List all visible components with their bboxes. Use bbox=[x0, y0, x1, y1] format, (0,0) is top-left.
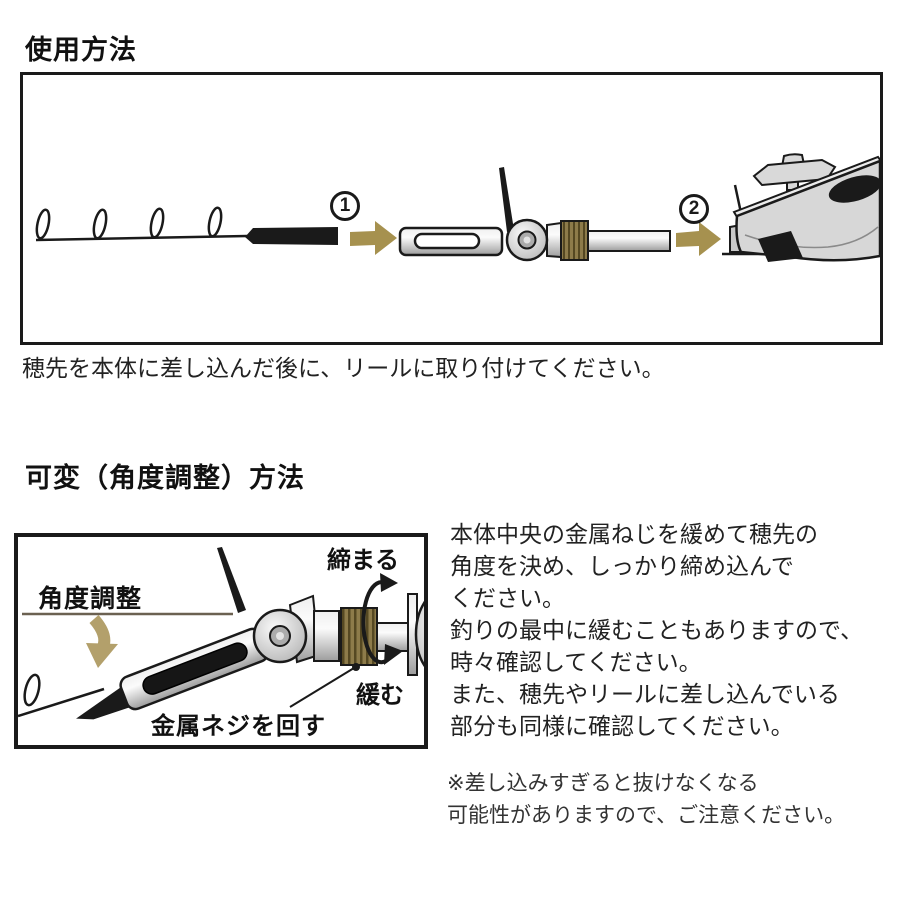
adjust-instructions-text: 本体中央の金属ねじを緩めて穂先の 角度を決め、しっかり締め込んで ください。 釣… bbox=[450, 518, 898, 742]
instruction-line: ください。 bbox=[450, 585, 565, 611]
angle-adjust-arrow-icon bbox=[86, 615, 118, 668]
usage-diagram-svg bbox=[35, 153, 880, 262]
step1-badge: 1 bbox=[330, 191, 360, 221]
tighten-label: 締まる bbox=[327, 547, 399, 574]
instruction-line: 釣りの最中に緩むこともありますので、 bbox=[450, 617, 864, 643]
inserted-tip-illustration bbox=[217, 547, 246, 613]
angle-adjust-label: 角度調整 bbox=[38, 585, 143, 613]
caution-line: 可能性がありますので、ご注意ください。 bbox=[447, 804, 846, 827]
step2-arrow-icon bbox=[676, 222, 721, 256]
step2-number: 2 bbox=[688, 198, 700, 219]
step2-badge: 2 bbox=[679, 194, 709, 224]
usage-caption: 穂先を本体に差し込んだ後に、リールに取り付けてください。 bbox=[22, 355, 665, 381]
adjust-diagram-box: 角度調整 締まる 緩む 金属ネジを回す bbox=[14, 533, 428, 749]
usage-section-heading: 使用方法 bbox=[25, 35, 137, 65]
instruction-line: 部分も同様に確認してください。 bbox=[450, 713, 794, 739]
adapter-illustration bbox=[398, 167, 671, 262]
screw-assembly-illustration bbox=[252, 593, 424, 676]
instruction-line: 時々確認してください。 bbox=[450, 649, 702, 675]
caution-note: ※差し込みすぎると抜けなくなる 可能性がありますので、ご注意ください。 bbox=[447, 768, 895, 832]
turn-screw-pointer-line bbox=[289, 663, 360, 708]
adjust-diagram-svg bbox=[18, 547, 424, 720]
angled-tube-illustration bbox=[76, 627, 269, 720]
rod-butt-line bbox=[18, 673, 105, 718]
rod-tip-illustration bbox=[35, 206, 338, 245]
loosen-label: 緩む bbox=[356, 682, 404, 709]
step1-arrow-icon bbox=[350, 221, 397, 255]
rotate-screw-arrow-icon bbox=[361, 573, 403, 665]
turn-screw-label: 金属ネジを回す bbox=[151, 713, 326, 740]
usage-diagram-box: 1 2 bbox=[20, 72, 883, 345]
instruction-line: 本体中央の金属ねじを緩めて穂先の bbox=[450, 521, 818, 547]
instruction-line: 角度を決め、しっかり締め込んで bbox=[450, 553, 794, 579]
adjust-section-heading: 可変（角度調整）方法 bbox=[25, 463, 305, 493]
step1-number: 1 bbox=[339, 195, 351, 216]
reel-illustration bbox=[722, 153, 880, 262]
instruction-line: また、穂先やリールに差し込んでいる bbox=[450, 681, 840, 707]
caution-line: ※差し込みすぎると抜けなくなる bbox=[447, 772, 759, 795]
